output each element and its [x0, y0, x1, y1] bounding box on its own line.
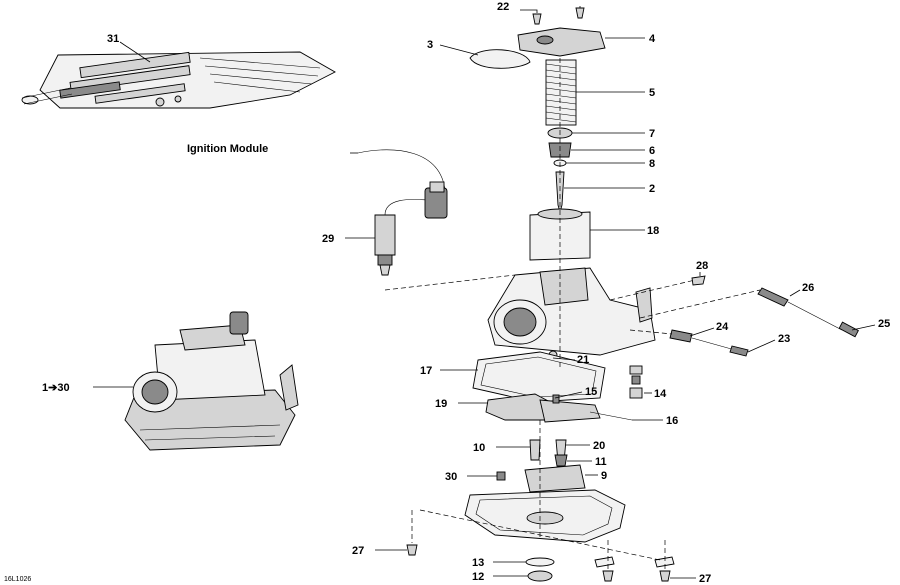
callout-9: 9: [601, 470, 607, 482]
assembly-guide-lines: [384, 58, 761, 570]
callout-25: 25: [878, 318, 890, 330]
callout-26: 26: [802, 282, 814, 294]
callout-3: 3: [427, 39, 433, 51]
callout-8: 8: [649, 158, 655, 170]
callout-27-right: 27: [699, 573, 711, 585]
callout-27-left: 27: [352, 545, 364, 557]
figure-id: 16L1026: [4, 576, 31, 583]
callout-14: 14: [654, 388, 667, 400]
callout-17: 17: [420, 365, 432, 377]
assembled-carburetor: [124, 311, 299, 451]
spring-5: [545, 59, 577, 126]
leader-lines: [93, 6, 876, 579]
part-31-tool-kit: [21, 51, 336, 109]
callout-13: 13: [472, 557, 484, 569]
callout-21: 21: [577, 354, 589, 366]
callout-31: 31: [107, 33, 119, 45]
callout-2: 2: [649, 183, 655, 195]
callout-7: 7: [649, 128, 655, 140]
callout-23: 23: [778, 333, 790, 345]
callout-18: 18: [647, 225, 659, 237]
callout-29: 29: [322, 233, 334, 245]
callout-28: 28: [696, 260, 708, 272]
callout-labels: 22 4 3 5 7 6 8 2 18 29 31 1➔30 28 26 25 …: [42, 1, 890, 585]
callout-20: 20: [593, 440, 605, 452]
callout-10: 10: [473, 442, 485, 454]
callout-6: 6: [649, 145, 655, 157]
callout-16: 16: [666, 415, 678, 427]
callout-19: 19: [435, 398, 447, 410]
callout-4: 4: [649, 33, 656, 45]
callout-11: 11: [595, 456, 607, 468]
callout-5: 5: [649, 87, 655, 99]
exploded-carburetor-stack: [406, 7, 859, 582]
callout-30: 30: [445, 471, 457, 483]
part-29-sensor: [350, 149, 448, 276]
callout-15: 15: [585, 386, 597, 398]
callout-assembly: 1➔30: [42, 382, 70, 394]
callout-24: 24: [716, 321, 729, 333]
ignition-module-label: Ignition Module: [187, 143, 268, 155]
callout-22: 22: [497, 1, 509, 13]
callout-12: 12: [472, 571, 484, 583]
